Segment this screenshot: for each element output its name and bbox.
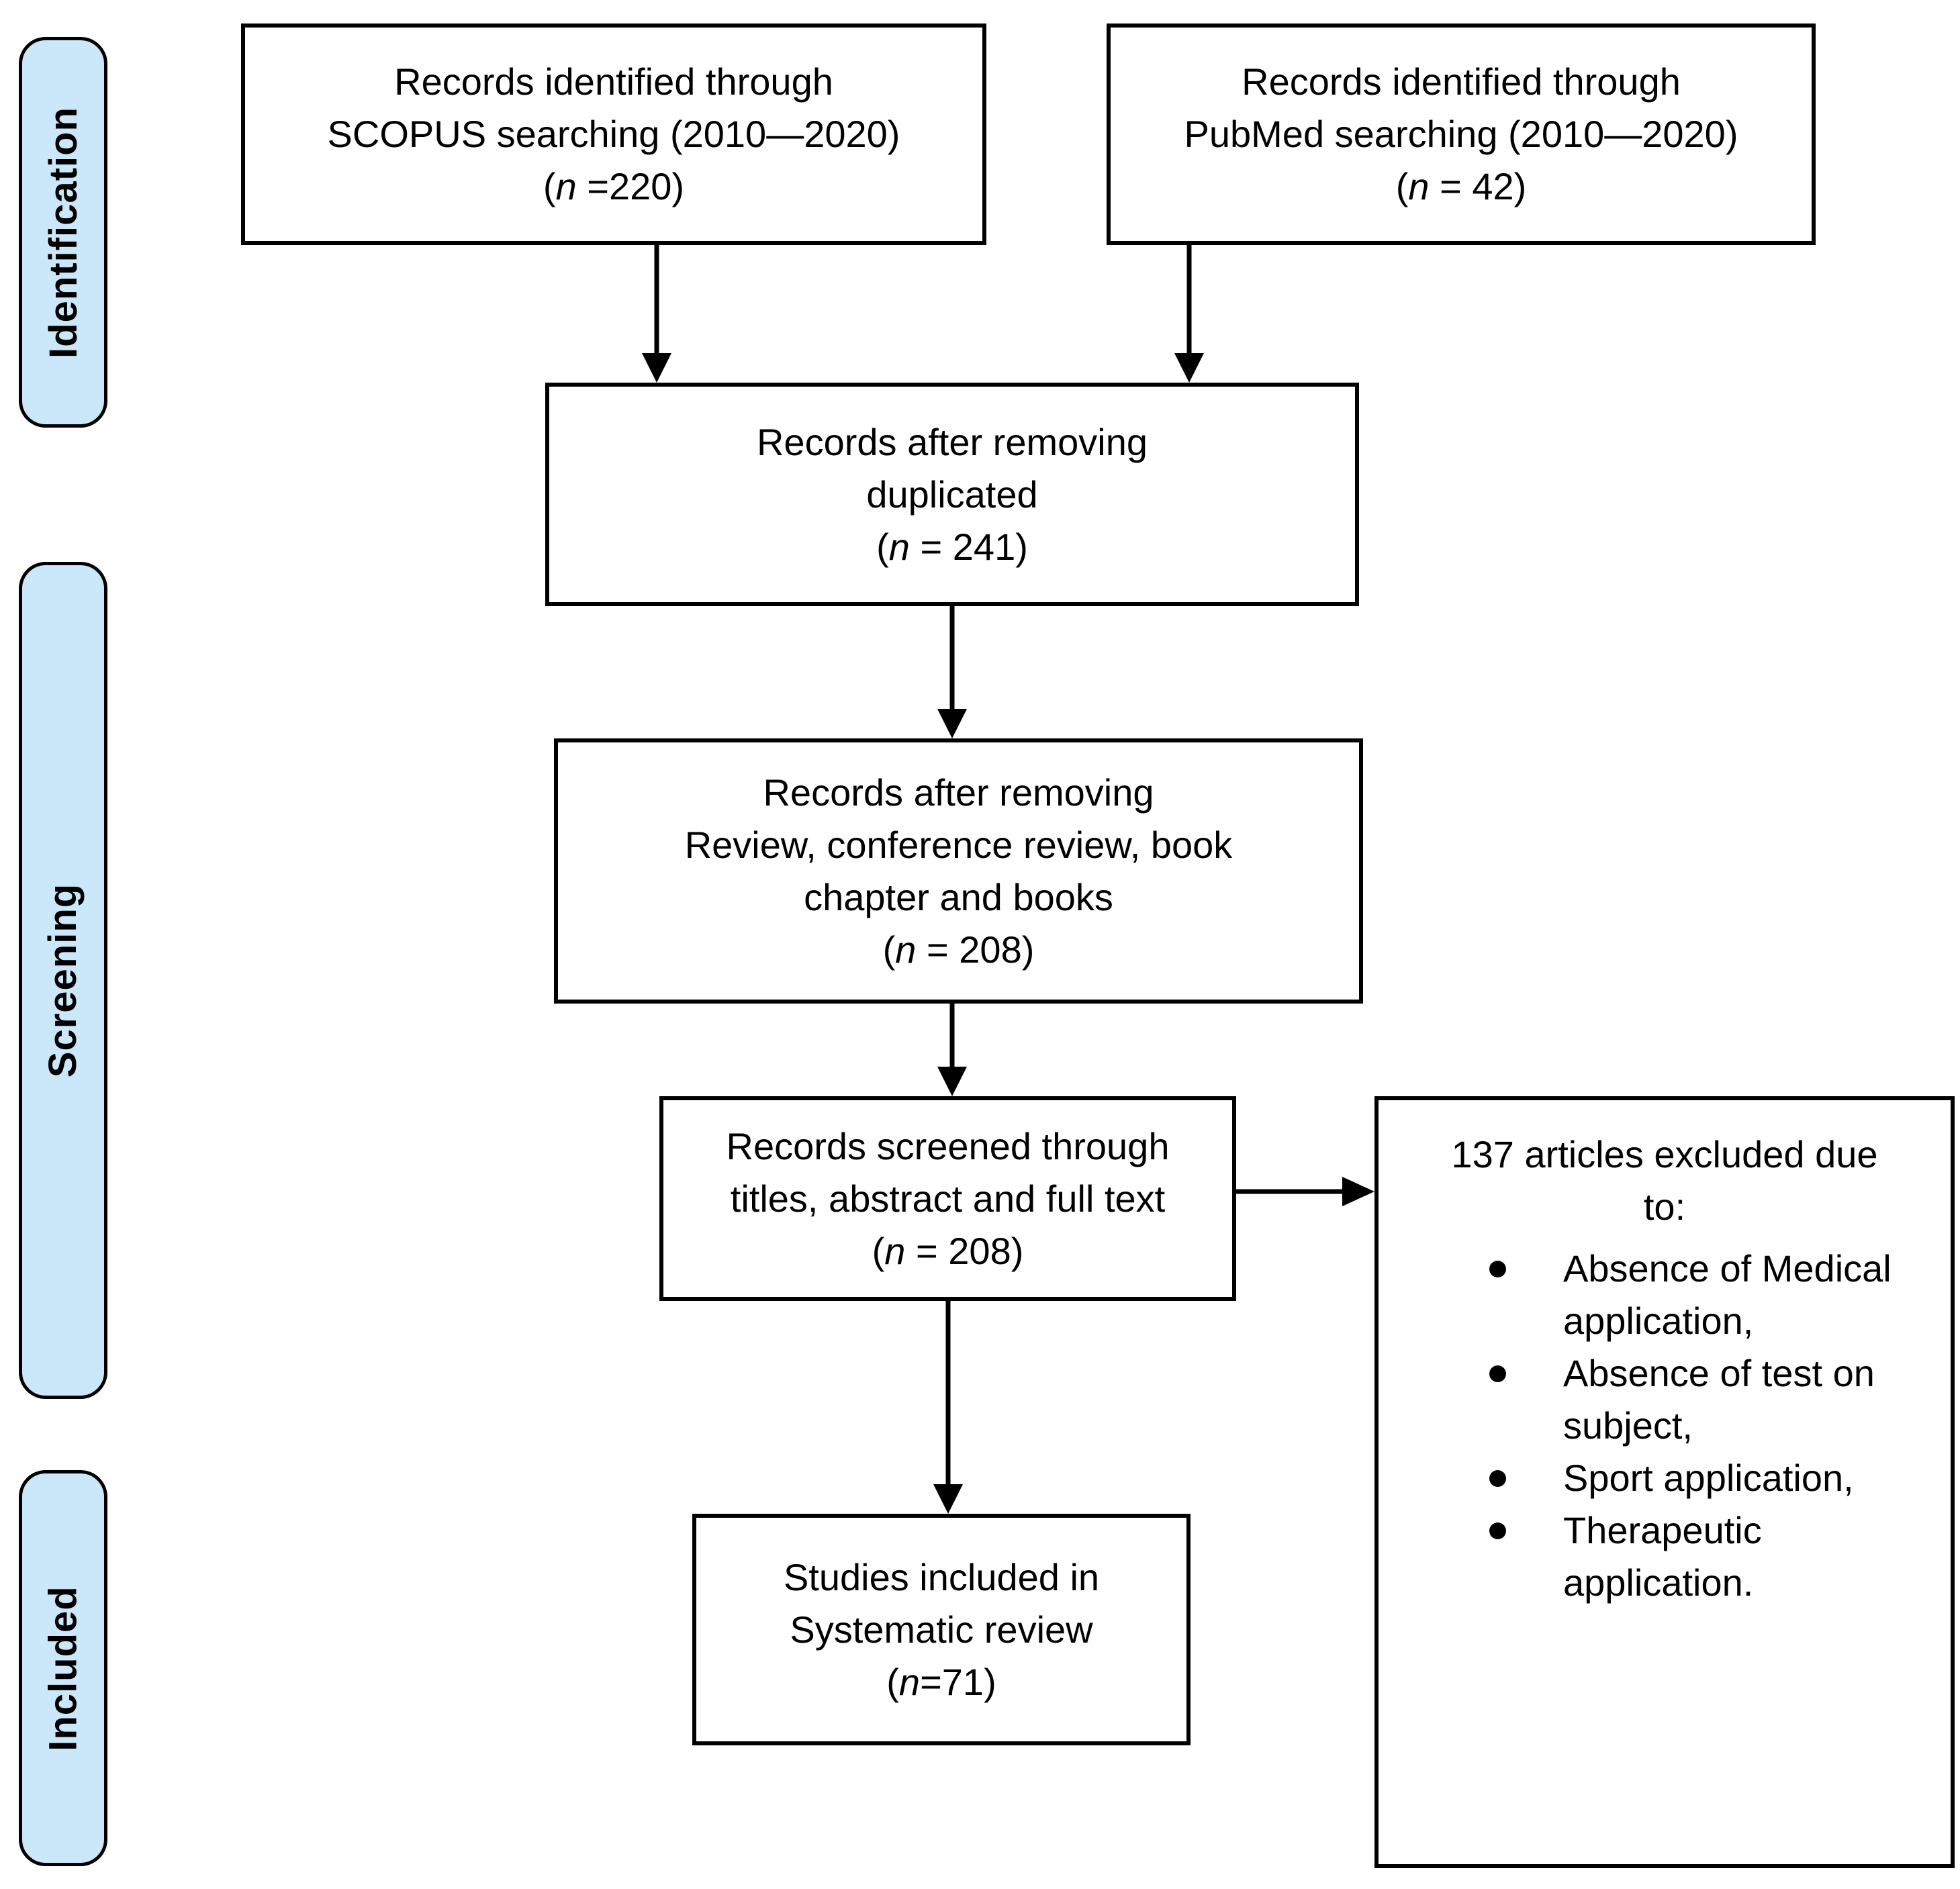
stage-screening: Screening bbox=[19, 562, 107, 1399]
box-studies-included: Studies included in Systematic review (n… bbox=[692, 1514, 1191, 1745]
box-articles-excluded-title: 137 articles excluded due to: bbox=[1451, 1133, 1878, 1228]
stage-identification-label: Identification bbox=[41, 106, 85, 358]
stage-included-label: Included bbox=[41, 1585, 85, 1751]
arrow-scopus-to-duplicated-icon bbox=[642, 245, 671, 383]
box-records-scopus-text: Records identified through SCOPUS search… bbox=[327, 60, 900, 207]
arrow-pubmed-to-duplicated-icon bbox=[1174, 245, 1204, 383]
stage-included: Included bbox=[19, 1470, 107, 1866]
box-records-screened: Records screened through titles, abstrac… bbox=[659, 1096, 1236, 1301]
stage-screening-label: Screening bbox=[41, 883, 85, 1078]
box-records-pubmed: Records identified through PubMed search… bbox=[1107, 23, 1816, 245]
box-records-scopus: Records identified through SCOPUS search… bbox=[241, 23, 986, 245]
excluded-reason-item: Absence of test on subject, bbox=[1459, 1347, 1930, 1452]
box-review-types-removed: Records after removing Review, conferenc… bbox=[554, 738, 1363, 1004]
arrow-screened-to-excluded-icon bbox=[1236, 1177, 1374, 1206]
box-records-pubmed-text: Records identified through PubMed search… bbox=[1184, 60, 1738, 207]
excluded-reason-item: Absence of Medical application, bbox=[1459, 1243, 1930, 1347]
box-records-screened-text: Records screened through titles, abstrac… bbox=[726, 1124, 1170, 1272]
box-duplicates-removed: Records after removing duplicated (n = 2… bbox=[545, 383, 1359, 606]
excluded-reason-item: Sport application, bbox=[1459, 1452, 1930, 1504]
box-studies-included-text: Studies included in Systematic review (n… bbox=[783, 1555, 1100, 1703]
box-review-types-removed-text: Records after removing Review, conferenc… bbox=[684, 771, 1233, 971]
arrow-review-to-screened-icon bbox=[937, 1004, 967, 1096]
box-articles-excluded: 137 articles excluded due to: Absence of… bbox=[1374, 1096, 1955, 1868]
excluded-reason-item: Therapeutic application. bbox=[1459, 1504, 1930, 1609]
arrow-screened-to-included-icon bbox=[933, 1301, 963, 1514]
arrow-duplicated-to-review-icon bbox=[937, 606, 967, 738]
stage-identification: Identification bbox=[19, 37, 107, 428]
excluded-reasons-list: Absence of Medical application, Absence … bbox=[1379, 1243, 1951, 1609]
box-duplicates-removed-text: Records after removing duplicated (n = 2… bbox=[756, 420, 1148, 568]
